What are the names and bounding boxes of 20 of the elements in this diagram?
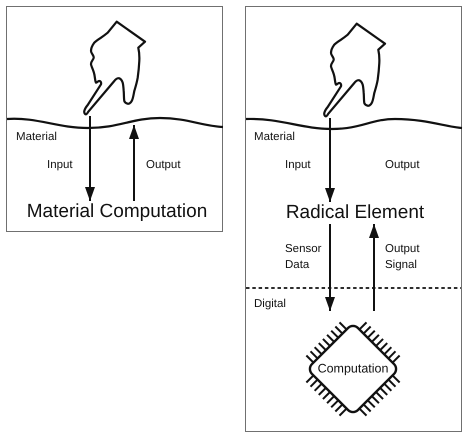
arrow bbox=[325, 224, 335, 311]
region-label: Material bbox=[254, 130, 295, 144]
edge-label: Input bbox=[285, 158, 311, 172]
arrow bbox=[369, 224, 379, 311]
edge-label: Output bbox=[146, 158, 181, 172]
chip-label: Computation bbox=[318, 362, 388, 376]
arrow bbox=[85, 116, 95, 201]
pointing-hand-drawing bbox=[83, 20, 147, 116]
concept-label: Radical Element bbox=[286, 202, 424, 224]
edge-label: Input bbox=[47, 158, 73, 172]
region-label: Material bbox=[16, 130, 57, 144]
arrow bbox=[325, 118, 335, 202]
panel bbox=[6, 6, 223, 232]
arrow bbox=[129, 125, 139, 201]
concept-label: Material Computation bbox=[26, 201, 208, 223]
edge-label: Output Signal bbox=[385, 241, 420, 273]
flow-label: Output bbox=[385, 158, 420, 172]
panel bbox=[245, 6, 462, 432]
pointing-hand-drawing bbox=[323, 22, 387, 118]
region-label: Digital bbox=[254, 297, 286, 311]
